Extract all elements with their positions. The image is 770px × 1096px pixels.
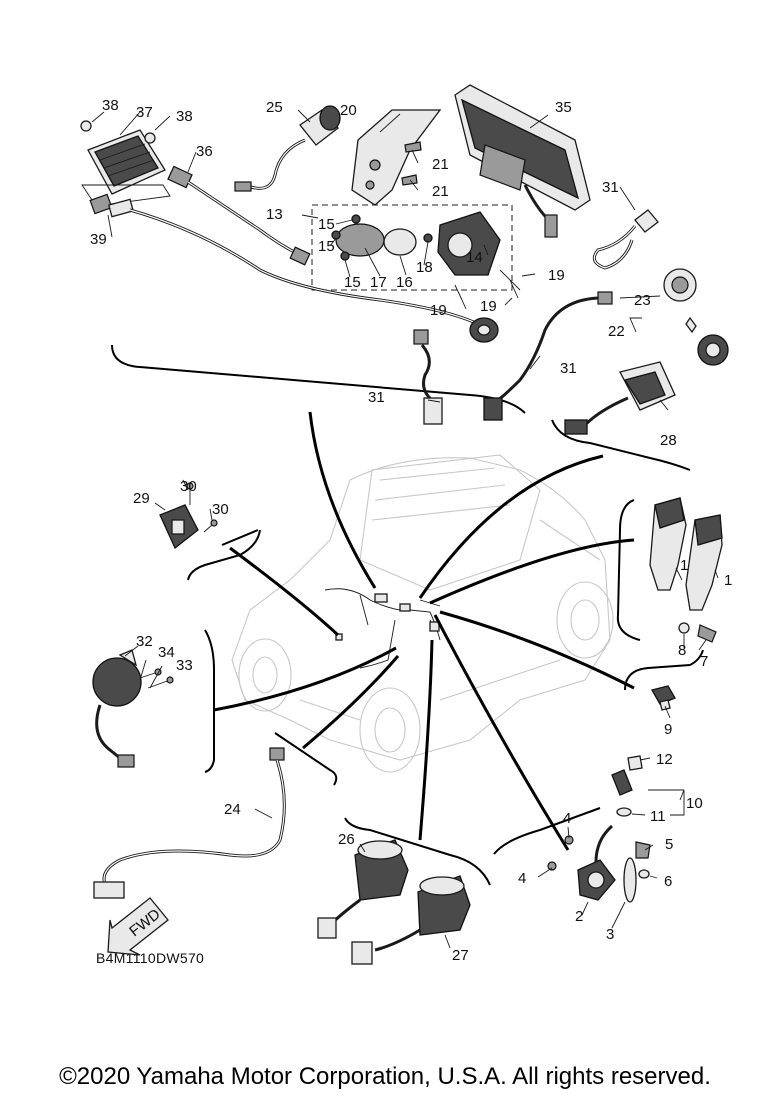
callout-30-right: 30 [212, 501, 229, 518]
part-20-bracket [351, 109, 442, 206]
part-29-sensor [159, 482, 218, 550]
callout-38-right: 38 [176, 108, 193, 125]
callout-23: 23 [634, 292, 651, 309]
callout-17: 17 [370, 274, 387, 291]
part-7-8-sensor [678, 622, 717, 643]
callout-20: 20 [340, 102, 357, 119]
assembly-13-box [311, 204, 513, 291]
callout-32: 32 [136, 633, 153, 650]
callout-30-top: 30 [180, 478, 197, 495]
part-9-switch [651, 685, 676, 711]
part-37-module [80, 120, 171, 207]
drawing-code: B4M1110DW570 [96, 950, 205, 966]
callout-24: 24 [224, 801, 241, 818]
group-brackets [111, 344, 704, 886]
pointer-lines [213, 411, 635, 851]
part-31-cables [413, 209, 659, 425]
callout-8: 8 [678, 642, 686, 659]
part-10-sensor [611, 755, 643, 817]
callout-9: 9 [664, 721, 672, 738]
callout-31-top: 31 [602, 179, 619, 196]
callout-10: 10 [686, 795, 703, 812]
part-39-harness [89, 193, 499, 343]
callout-14: 14 [466, 249, 483, 266]
copyright-notice: ©2020 Yamaha Motor Corporation, U.S.A. A… [59, 1063, 711, 1090]
callout-15-bottom: 15 [344, 274, 361, 291]
callout-29: 29 [133, 490, 150, 507]
callout-15-top: 15 [318, 216, 335, 233]
callout-11: 11 [650, 808, 666, 825]
callout-16: 16 [396, 274, 413, 291]
callout-19-mid: 19 [480, 298, 497, 315]
callout-6: 6 [664, 873, 672, 890]
part-32-sensor [92, 649, 174, 768]
callout-22: 22 [608, 323, 625, 340]
callout-19-right: 19 [548, 267, 565, 284]
vehicle-outline [231, 454, 614, 773]
callout-31-right: 31 [560, 360, 577, 377]
callout-15-mid: 15 [318, 238, 335, 255]
parts-diagram: FWD [80, 84, 732, 965]
part-22-23-gauge [663, 268, 729, 366]
part-25-socket [234, 105, 341, 192]
part-26-actuator [317, 839, 409, 939]
callout-4-top: 4 [563, 810, 571, 827]
callout-35: 35 [555, 99, 572, 116]
part-36-cable [167, 165, 311, 266]
callout-12: 12 [656, 751, 673, 768]
callout-26: 26 [338, 831, 355, 848]
callout-39: 39 [90, 231, 107, 248]
part-24-cable [93, 747, 286, 899]
callout-33: 33 [176, 657, 193, 674]
part-2-sensor [547, 824, 651, 903]
callout-3: 3 [606, 926, 614, 943]
callout-38-left: 38 [102, 97, 119, 114]
callout-1-right: 1 [724, 572, 732, 589]
callout-1-left: 1 [680, 557, 688, 574]
callout-18: 18 [416, 259, 433, 276]
assembly-13-parts [331, 211, 521, 301]
callout-27: 27 [452, 947, 469, 964]
callout-31-left: 31 [368, 389, 385, 406]
part-27-actuator [351, 875, 471, 965]
callout-13: 13 [266, 206, 283, 223]
callout-19-left: 19 [430, 302, 447, 319]
callout-7: 7 [700, 653, 708, 670]
main-harness [324, 588, 441, 669]
callout-numbers: 38 37 38 36 39 25 20 21 21 35 31 13 15 1… [90, 97, 732, 964]
callout-21-top: 21 [432, 156, 449, 173]
callout-34: 34 [158, 644, 175, 661]
part-35-display [454, 84, 591, 238]
callout-28: 28 [660, 432, 677, 449]
callout-5: 5 [665, 836, 673, 853]
callout-36: 36 [196, 143, 213, 160]
fwd-arrow: FWD [107, 897, 169, 956]
callout-37: 37 [136, 104, 153, 121]
part-1-coils [649, 497, 723, 611]
part-28-switch [564, 361, 676, 435]
callout-2: 2 [575, 908, 583, 925]
callout-25: 25 [266, 99, 283, 116]
callout-4-left: 4 [518, 870, 526, 887]
callout-leaders [91, 109, 719, 949]
callout-21-bottom: 21 [432, 183, 449, 200]
